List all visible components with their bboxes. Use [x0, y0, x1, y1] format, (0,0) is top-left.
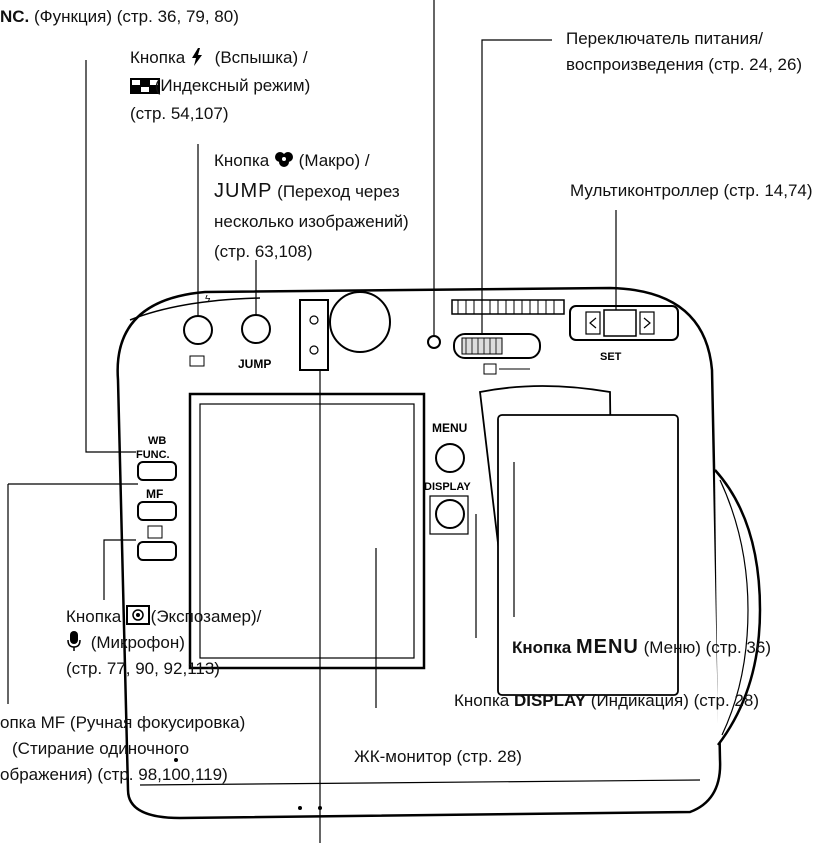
- func-label-bold: NC.: [0, 7, 30, 26]
- func-label-text: (Функция) (стр. 36, 79, 80): [29, 7, 239, 26]
- display-button[interactable]: [435, 499, 465, 529]
- thumb-rest-panel: [497, 414, 679, 696]
- svg-text:ϟ: ϟ: [205, 294, 211, 305]
- func-label: NC. (Функция) (стр. 36, 79, 80): [0, 4, 239, 30]
- macro-label-line3: несколько изображений): [214, 212, 409, 231]
- macro-label-pre: Кнопка: [214, 151, 274, 170]
- display-label-text: (Индикация) (стр. 28): [586, 691, 759, 710]
- display-label-pre: Кнопка: [454, 691, 514, 710]
- microphone-icon: [66, 631, 86, 651]
- macro-label-line2: (Переход через: [272, 182, 400, 201]
- mf-label-line2: (Стирание одиночного: [12, 739, 190, 758]
- macro-label-jump: JUMP: [214, 180, 273, 202]
- mode-dial: [451, 299, 565, 315]
- mf-label-line3: ображения) (стр. 98,100,119): [0, 765, 228, 784]
- metering-label: Кнопка (Экспозамер)/ (Микрофон) (стр. 77…: [66, 604, 261, 682]
- index-mode-icon-cam: [189, 355, 205, 367]
- cam-func-label: FUNC.: [136, 449, 170, 461]
- power-label-line2: воспроизведения (стр. 24, 26): [566, 55, 803, 74]
- metering-label-line2: (Микрофон): [86, 633, 185, 652]
- func-button[interactable]: [137, 461, 177, 481]
- viewfinder-window: [299, 299, 329, 371]
- flash-label-line2: (Индексный режим): [150, 76, 311, 95]
- metering-icon: [125, 605, 150, 625]
- multi-label-text: Мультиконтроллер (стр. 14,74): [570, 181, 813, 200]
- flash-label-pages: (стр. 54,107): [130, 104, 229, 123]
- metering-button[interactable]: [137, 541, 177, 561]
- mf-label-line1: опка MF (Ручная фокусировка): [0, 713, 246, 732]
- power-switch-label: Переключатель питания/ воспроизведения (…: [566, 26, 802, 78]
- cam-menu-label: MENU: [432, 421, 467, 435]
- power-label-line1: Переключатель питания/: [566, 29, 763, 48]
- macro-label: Кнопка (Макро) / JUMP (Переход через нес…: [214, 146, 409, 267]
- mf-label: опка MF (Ручная фокусировка) (Стирание о…: [0, 710, 245, 788]
- menu-label: Кнопка MENU (Меню) (стр. 36): [512, 634, 771, 661]
- cam-jump-label: JUMP: [238, 357, 271, 371]
- display-label-bold: DISPLAY: [513, 691, 587, 710]
- index-mode-icon: [130, 75, 160, 94]
- flash-label-post: (Вспышка) /: [209, 48, 308, 67]
- display-label: Кнопка DISPLAY (Индикация) (стр. 28): [454, 688, 759, 714]
- menu-button[interactable]: [435, 443, 465, 473]
- cam-mf-label: MF: [146, 487, 163, 501]
- flash-icon: [190, 47, 210, 66]
- metering-label-pages: (стр. 77, 90, 92,113): [66, 659, 220, 678]
- macro-label-pages: (стр. 63,108): [214, 242, 313, 261]
- macro-label-post: (Макро) /: [293, 151, 370, 170]
- macro-flower-icon: [274, 149, 294, 167]
- flash-label: Кнопка (Вспышка) / (Индексный режим) (ст…: [130, 44, 310, 128]
- cam-display-label: DISPLAY: [424, 481, 471, 493]
- menu-label-menu: MENU: [575, 636, 639, 658]
- metering-label-post: (Экспозамер)/: [145, 607, 262, 626]
- multi-controller-label: Мультиконтроллер (стр. 14,74): [570, 178, 813, 204]
- lcd-label: ЖК-монитор (стр. 28): [354, 744, 522, 770]
- metering-label-pre: Кнопка: [66, 607, 126, 626]
- mf-button[interactable]: [137, 501, 177, 521]
- cam-set-label: SET: [600, 351, 622, 363]
- cam-wb-label: WB: [148, 435, 166, 447]
- flash-label-pre: Кнопка: [130, 48, 190, 67]
- menu-label-pre: Кнопка: [512, 638, 576, 657]
- lcd-label-text: ЖК-монитор (стр. 28): [354, 747, 522, 766]
- menu-label-text: (Меню) (стр. 36): [638, 638, 772, 657]
- camera-grip: [714, 469, 762, 746]
- viewfinder-eyepiece: [329, 291, 391, 353]
- indicator-lamp: [427, 335, 441, 349]
